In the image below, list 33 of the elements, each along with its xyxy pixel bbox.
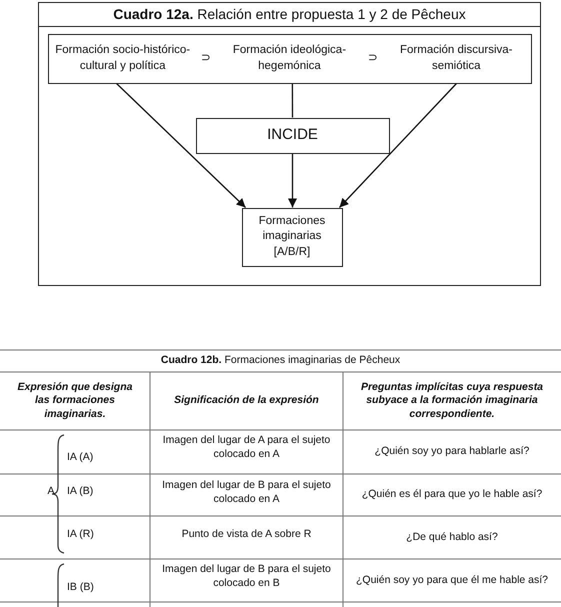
table-cell-text: Imagen del lugar de A para el sujeto colocado en A	[162, 433, 332, 462]
column-header: Significación de la expresión	[173, 393, 320, 408]
expression-code: IA (A)	[66, 450, 94, 466]
arrow	[339, 83, 457, 208]
result-box	[242, 208, 342, 266]
column-header: Preguntas implícitas cuya respuesta subyace a la formación imaginaria correspondiente.	[360, 380, 544, 422]
brace-label: A	[46, 484, 56, 500]
arrow	[288, 154, 297, 208]
diagram-frame	[38, 2, 541, 286]
table-cell-text: ¿De qué hablo así?	[405, 530, 499, 545]
box-text: Formación discursiva-semiótica	[399, 42, 514, 74]
arrow	[116, 83, 246, 208]
table-cell-text: Punto de vista de A sobre R	[180, 527, 312, 542]
table-cell-text: ¿Quién soy yo para que él me hable así?	[354, 572, 550, 588]
table-cell-text: Imagen del lugar de B para el sujeto colocado en A	[161, 478, 332, 507]
expression-code: IA (R)	[66, 527, 95, 542]
box-text: Formación ideológica-hegemónica	[232, 42, 348, 74]
box-text: INCIDE	[267, 125, 318, 146]
table-title: Cuadro 12b. Formaciones imaginarias de Pêcheux	[160, 353, 402, 368]
box-text: Formación socio-histórico-cultural y política	[54, 42, 192, 74]
table-cell-text: ¿Quién es él para que yo le hable así?	[360, 487, 544, 502]
expression-code: IB (B)	[66, 580, 95, 596]
connector-line	[292, 84, 294, 118]
process-box	[196, 118, 390, 154]
table-cell-text: ¿Quién soy yo para hablarle así?	[374, 444, 530, 460]
process-box	[48, 34, 532, 84]
contains-symbol: ⊃	[201, 50, 212, 66]
expression-code: IA (B)	[66, 484, 94, 500]
column-header: Expresión que designa las formaciones imaginarias.	[16, 380, 134, 422]
frame-heading: Cuadro 12a. Relación entre propuesta 1 y 2 de Pêcheux	[39, 3, 540, 27]
box-text: Formaciones imaginarias [A/B/R]	[258, 214, 326, 260]
contains-symbol: ⊃	[368, 50, 378, 66]
table-cell-text: Imagen del lugar de B para el sujeto colocado en B	[161, 562, 332, 591]
